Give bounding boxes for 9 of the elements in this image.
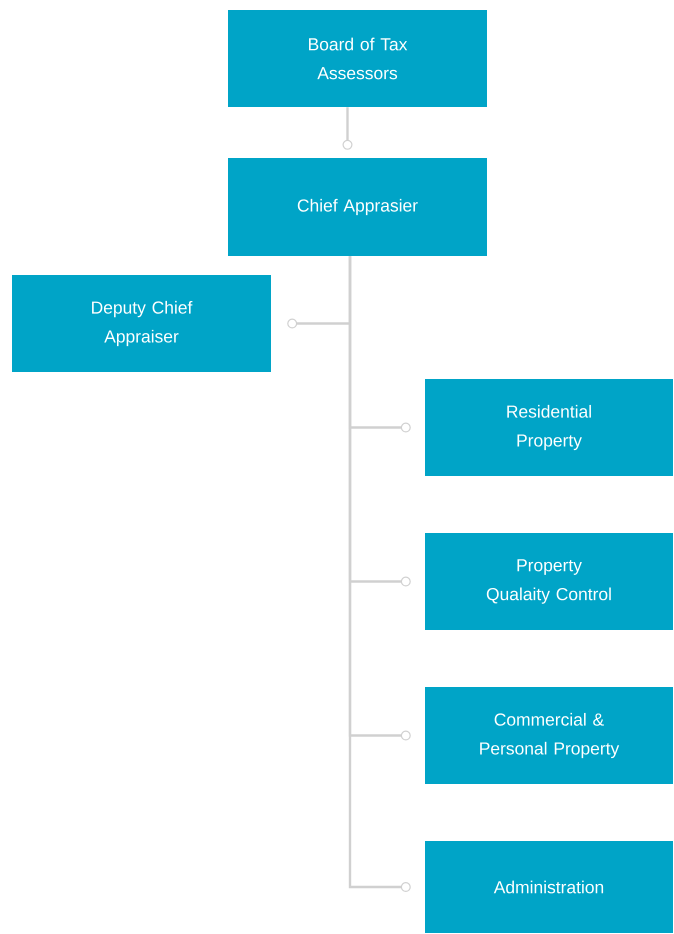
org-box: Residential Property [425,379,673,476]
org-box: Board of Tax Assessors [228,10,487,107]
org-box: Administration [425,841,673,933]
connector-line [348,256,411,892]
org-box: Property Qualaity Control [425,533,673,630]
org-box: Chief Apprasier [228,158,487,256]
connector-line [342,107,352,150]
org-box: Deputy Chief Appraiser [12,275,271,372]
org-box: Commercial & Personal Property [425,687,673,784]
